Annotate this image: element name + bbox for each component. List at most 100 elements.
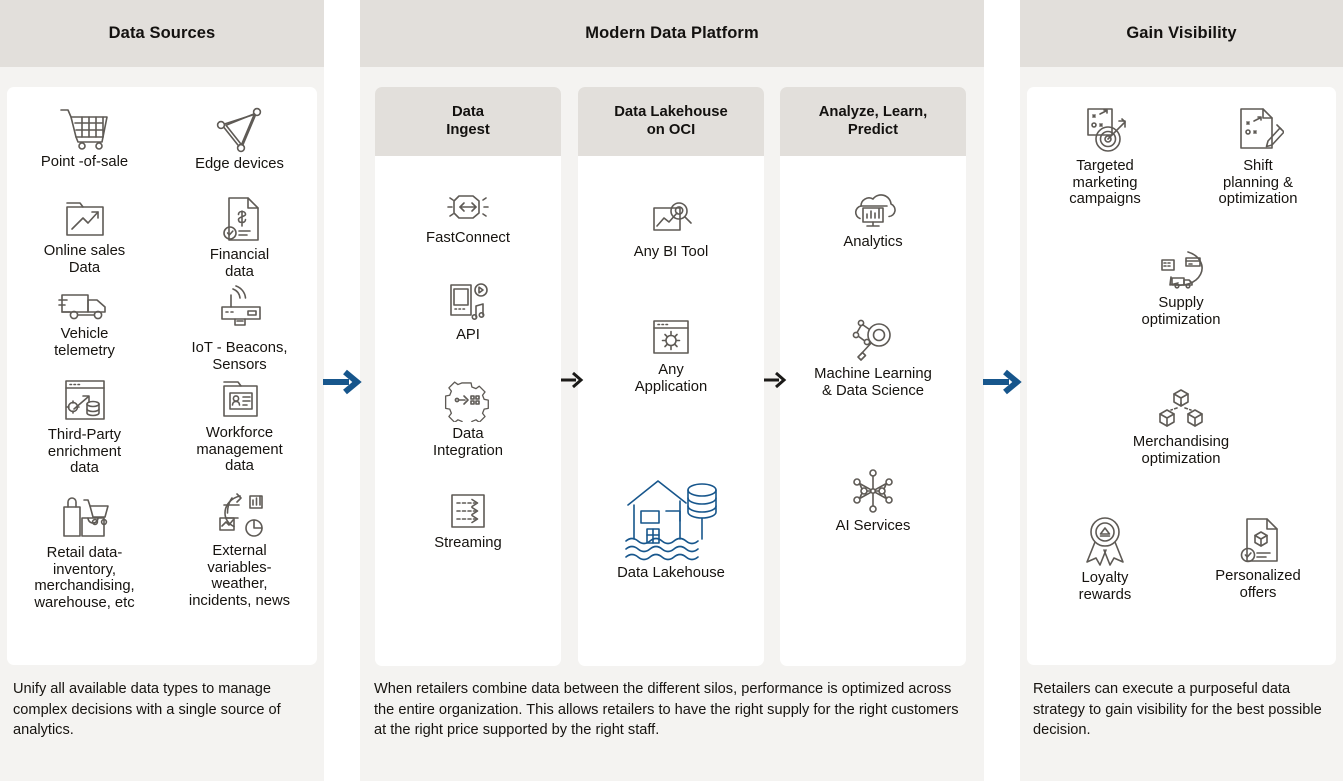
data-source-item[interactable]: Retail data-inventory,merchandising,ware… <box>7 490 162 612</box>
platform-item[interactable]: API <box>375 281 561 344</box>
icon-label: Machine Learning& Data Science <box>814 366 932 399</box>
any-application-window-gear-icon <box>649 316 693 358</box>
shopping-cart-icon <box>58 105 112 151</box>
edge-devices-network-icon <box>214 105 266 153</box>
icon-label: Streaming <box>434 535 502 551</box>
column-title-gain-visibility: Gain Visibility <box>1020 0 1343 67</box>
external-variables-globe-icon <box>212 490 268 540</box>
icon-label: Analytics <box>843 234 903 250</box>
arrow-right-icon-platform-to-visibility <box>981 364 1023 400</box>
workforce-badge-icon <box>215 376 265 422</box>
subpanel-title-analyze-learn-predict: Analyze, Learn,Predict <box>780 87 966 156</box>
streaming-arrows-icon <box>446 491 490 531</box>
platform-item[interactable]: Analytics <box>780 188 966 251</box>
platform-item[interactable]: Machine Learning& Data Science <box>780 316 966 400</box>
retail-bag-cart-icon <box>58 490 112 542</box>
supply-optimization-cycle-icon <box>1152 246 1210 292</box>
arrow-right-icon-sources-to-platform <box>321 364 363 400</box>
shift-planning-pencil-icon <box>1232 105 1284 155</box>
data-sources-caption: Unify all available data types to manage… <box>13 681 281 739</box>
icon-label: Retail data-inventory,merchandising,ware… <box>34 545 135 612</box>
icon-label: Data Lakehouse <box>617 565 725 581</box>
personalized-offers-doc-icon <box>1234 515 1282 565</box>
platform-item[interactable]: Any BI Tool <box>578 198 764 261</box>
data-source-item[interactable]: IoT - Beacons,Sensors <box>162 285 317 373</box>
third-party-enrichment-icon <box>58 376 112 424</box>
platform-item[interactable]: FastConnect <box>375 188 561 247</box>
data-lakehouse-icon <box>618 471 724 561</box>
column-title-modern-data-platform: Modern Data Platform <box>360 0 984 67</box>
icon-label: API <box>456 327 480 343</box>
data-source-item[interactable]: Edge devices <box>162 105 317 173</box>
column-title-data-sources: Data Sources <box>0 0 324 67</box>
fastconnect-icon <box>445 188 491 226</box>
platform-item[interactable]: Streaming <box>375 491 561 552</box>
icon-label: Any BI Tool <box>633 244 709 260</box>
arrow-right-icon-ingest-to-lakehouse <box>560 368 586 392</box>
analytics-cloud-icon <box>849 188 897 230</box>
icon-label: Edge devices <box>195 156 284 172</box>
icon-label: Point -of-sale <box>40 154 129 170</box>
platform-caption: When retailers combine data between the … <box>374 681 959 739</box>
gain-visibility-caption: Retailers can execute a purposeful data … <box>1033 681 1322 739</box>
online-sales-chart-icon <box>59 194 111 240</box>
arrow-right-icon-lakehouse-to-analyze <box>763 368 789 392</box>
platform-item[interactable]: Data Lakehouse <box>578 471 764 582</box>
data-source-item[interactable]: Point -of-sale <box>7 105 162 171</box>
loyalty-rewards-ribbon-icon <box>1081 515 1129 567</box>
targeted-marketing-target-icon <box>1078 105 1132 155</box>
machine-learning-magnifier-icon <box>849 316 897 362</box>
icon-label: FastConnect <box>426 230 510 246</box>
any-bi-tool-icon <box>648 198 694 240</box>
financial-document-icon <box>217 194 263 244</box>
ai-services-nodes-icon <box>850 468 896 514</box>
icon-label: IoT - Beacons,Sensors <box>191 340 288 373</box>
iot-beacon-sensor-icon <box>213 285 267 337</box>
platform-item[interactable]: AI Services <box>780 468 966 535</box>
delivery-van-icon <box>57 285 113 323</box>
icon-label: AI Services <box>835 518 911 534</box>
